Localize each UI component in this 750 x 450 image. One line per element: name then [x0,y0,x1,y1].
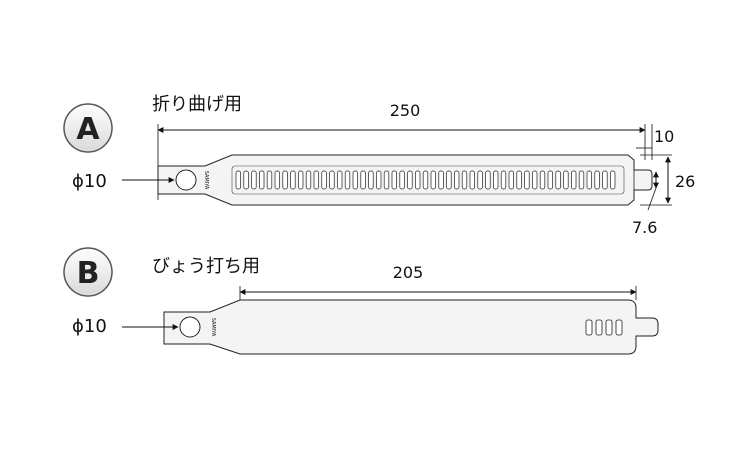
hole-dimension-a: ϕ10 [72,171,107,192]
slot-a [547,170,553,190]
pivot-hole-a [175,169,197,191]
slot-a [329,170,335,190]
pivot-hole-b [179,316,201,338]
slot-a [282,170,288,190]
slot-a [321,170,327,190]
slot-a [610,170,616,190]
slot-a [563,170,569,190]
slot-a [500,170,507,190]
slot-a [407,170,413,190]
slot-a [602,170,608,190]
slot-a [485,170,491,190]
slot-a [399,170,405,190]
slot-a [461,170,468,190]
slot-a [422,170,429,190]
slot-a [305,170,312,190]
part-a-title: 折り曲げ用 [152,94,242,115]
slot-a [571,170,577,190]
slot-dimension-a: 7.6 [632,218,657,237]
badge-b: B [63,247,113,297]
slot-a [516,170,522,190]
slot-a [477,170,483,190]
brand-mark-b: SAMIYA [210,318,216,337]
brand-mark-a: SAMIYA [203,171,209,190]
slot-a [454,170,460,190]
width-dimension-a: 26 [675,172,695,191]
slot-a [383,170,390,190]
slot-a [360,170,366,190]
slot-a [298,170,304,190]
badge-a: A [63,103,113,153]
slot-b-1 [585,319,593,336]
slot-a [274,170,280,190]
slot-a [313,170,319,190]
slot-a [555,170,561,190]
slot-a [430,170,436,190]
slot-row-b [585,319,623,336]
slot-a [251,170,257,190]
slot-leader [647,187,657,211]
part-b-title: びょう打ち用 [152,256,260,277]
slot-a [368,170,374,190]
slot-a [493,170,499,190]
tab-dimension-a: 10 [654,127,674,146]
slot-a [578,170,585,190]
slot-a [235,170,241,190]
slot-b-3 [605,319,613,336]
slot-b-4 [615,319,623,336]
slot-a [290,170,296,190]
part-a: A 折り曲げ用 250 SAMIYA ϕ10 10 26 7.6 [63,94,695,237]
slot-a [532,170,538,190]
slot-frame-a [231,165,625,195]
hole-dimension-b: ϕ10 [72,316,107,337]
part-b: B びょう打ち用 205 SAMIYA ϕ10 [63,247,659,355]
slot-a [586,170,592,190]
slot-a [352,170,358,190]
slot-a [438,170,444,190]
blade-b-outline [163,299,659,355]
slot-a [344,170,351,190]
slot-a [376,170,382,190]
slot-a [337,170,343,190]
slot-a [415,170,421,190]
length-dimension-b: 205 [393,263,424,282]
badge-b-letter: B [77,256,100,291]
slot-a [594,170,600,190]
slot-a [266,170,273,190]
slot-a [539,170,546,190]
slot-b-2 [595,319,603,336]
slot-a [446,170,452,190]
slot-row-a [231,165,625,195]
slot-a [524,170,530,190]
length-dimension-a: 250 [390,101,421,120]
slot-a [259,170,265,190]
slot-a [243,170,249,190]
slot-a [508,170,514,190]
slot-a [391,170,397,190]
badge-a-letter: A [76,112,100,147]
slot-a [469,170,475,190]
